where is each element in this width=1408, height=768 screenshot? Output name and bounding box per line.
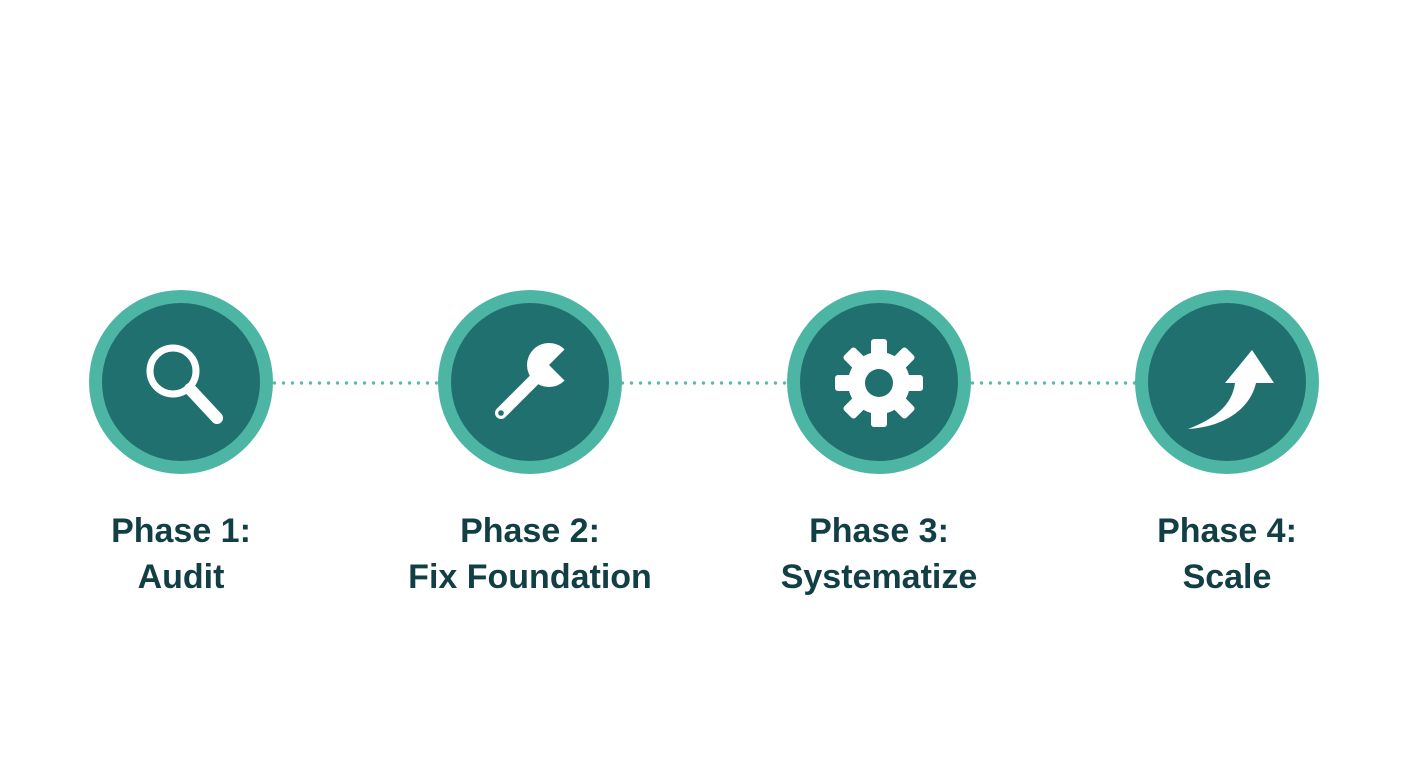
phase-2-inner-circle [451, 303, 609, 461]
phase-3-title: Phase 3: [809, 512, 949, 550]
phase-3-inner-circle [800, 303, 958, 461]
wrench-icon [495, 339, 600, 419]
phase-4-title: Phase 4: [1157, 512, 1297, 550]
phase-1-label: Phase 1: Audit [21, 508, 341, 600]
phase-4-name: Scale [1182, 558, 1272, 596]
phase-2-label: Phase 2: Fix Foundation [370, 508, 690, 600]
phase-4-badge [1135, 290, 1319, 474]
phase-4-inner-circle [1148, 303, 1306, 461]
phase-1-badge [89, 290, 273, 474]
connector-2-3 [618, 381, 788, 385]
phase-3-label: Phase 3: Systematize [719, 508, 1039, 600]
phase-4-label: Phase 4: Scale [1067, 508, 1387, 600]
phase-2-badge [438, 290, 622, 474]
connector-1-2 [270, 381, 438, 385]
phase-3-badge [787, 290, 971, 474]
phase-2-name: Fix Foundation [408, 558, 652, 596]
curved-up-arrow-icon [1188, 350, 1274, 429]
phase-1-inner-circle [102, 303, 260, 461]
phase-1-name: Audit [137, 558, 225, 596]
phase-3-name: Systematize [780, 558, 978, 596]
magnifying-glass-icon [146, 344, 223, 424]
phase-1-title: Phase 1: [111, 512, 251, 550]
gear-icon [835, 339, 923, 427]
connector-3-4 [968, 381, 1136, 385]
phase-2-title: Phase 2: [460, 512, 600, 550]
